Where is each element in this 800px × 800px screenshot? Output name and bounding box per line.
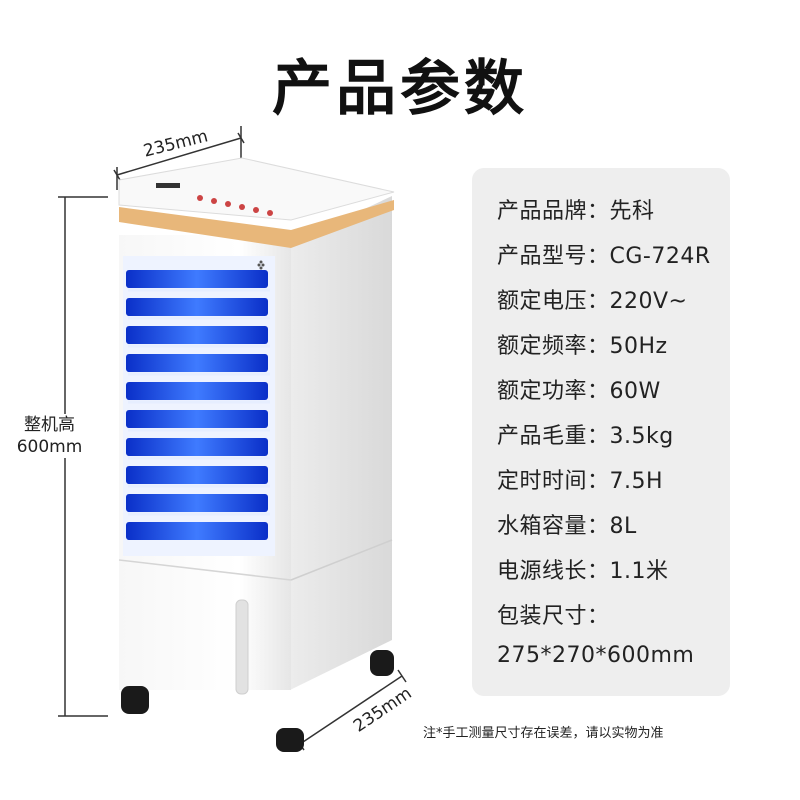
spec-row: 额定频率：50Hz [497,328,668,360]
spec-row: 定时时间：7.5H [497,463,663,495]
spec-value: 8L [609,514,637,539]
spec-label: 额定电压： [497,289,610,314]
spec-row: 产品毛重：3.5kg [497,418,674,450]
spec-label: 水箱容量： [497,514,610,539]
spec-label: 产品型号： [497,244,610,269]
spec-value: CG-724R [609,244,711,269]
height-label-text: 整机高 [24,415,75,435]
top-lid [118,157,395,221]
height-value: 600mm [16,437,83,457]
water-level-window [235,599,249,695]
spec-value: 1.1米 [609,559,669,584]
spec-panel [472,168,730,696]
width-dimension-line [113,126,245,190]
air-cooler-image [58,126,407,752]
spec-value: 先科 [609,199,655,224]
spec-label: 产品毛重： [497,424,610,449]
spec-label: 产品品牌： [497,199,610,224]
height-label: 整机高 600mm [2,414,97,458]
spec-label: 电源线长： [497,559,610,584]
spec-row: 275*270*600mm [497,643,694,668]
spec-row: 电源线长：1.1米 [497,553,669,585]
spec-row: 产品品牌：先科 [497,193,655,225]
spec-label: 额定功率： [497,379,610,404]
cooling-louvers [126,270,268,540]
body-side [290,196,392,690]
spec-row: 产品型号：CG-724R [497,238,711,270]
fan-icon [257,260,265,270]
measurement-note: 注*手工测量尺寸存在误差，请以实物为准 [423,726,664,741]
spec-label: 额定频率： [497,334,610,359]
caster-wheels [121,650,394,752]
control-panel [156,183,273,216]
spec-value: 275*270*600mm [497,643,695,668]
louver-highlights [128,288,270,516]
spec-row: 水箱容量：8L [497,508,637,540]
spec-label: 定时时间： [497,469,610,494]
spec-value: 3.5kg [609,424,674,449]
spec-row: 额定电压：220V~ [497,283,688,315]
spec-label: 包装尺寸： [497,604,610,629]
spec-row: 额定功率：60W [497,373,661,405]
spec-value: 60W [609,379,661,404]
spec-value: 7.5H [609,469,664,494]
accent-strip [119,200,394,248]
page-title: 产品参数 [272,54,528,124]
spec-row: 包装尺寸： [497,598,610,630]
spec-value: 50Hz [609,334,668,359]
spec-value: 220V~ [609,289,688,314]
